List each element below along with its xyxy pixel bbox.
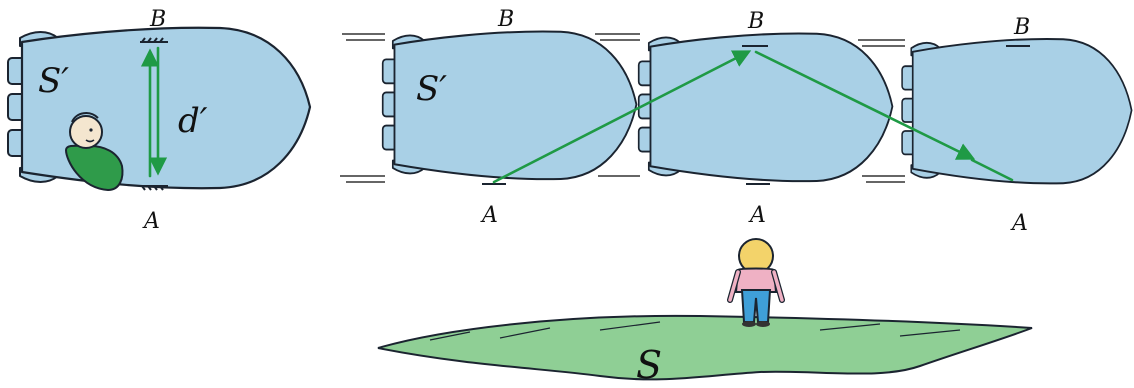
mirror-a-label-4: A bbox=[1010, 211, 1028, 236]
mirror-b-label-1: B bbox=[149, 7, 166, 32]
light-path-diagonal-down-2 bbox=[970, 158, 1014, 182]
distance-label: d′ bbox=[178, 101, 208, 141]
ground-frame: S bbox=[377, 314, 1033, 387]
ground-observer-figure bbox=[727, 238, 785, 327]
mirror-a-label-3: A bbox=[748, 203, 766, 228]
ship-moving-1: S′ B A bbox=[340, 7, 638, 228]
ship-moving-3: B A bbox=[858, 15, 1133, 236]
ship-rest-frame: S′ d′ B A bbox=[6, 7, 312, 234]
mirror-b-label-3: B bbox=[747, 9, 764, 34]
frame-label-moving: S′ bbox=[416, 69, 447, 109]
light-path-diagonal-up bbox=[492, 50, 752, 184]
mirror-a-label-2: A bbox=[480, 203, 498, 228]
frame-label-ground: S bbox=[636, 343, 662, 387]
mirror-a-label-1: A bbox=[142, 209, 160, 234]
light-path-diagonal-down-1 bbox=[754, 50, 976, 160]
mirror-b-label-4: B bbox=[1013, 15, 1030, 40]
ship-observer-figure bbox=[64, 112, 124, 192]
ship-moving-2: B A bbox=[595, 9, 894, 228]
mirror-b-label-2: B bbox=[497, 7, 514, 32]
frame-label-rest: S′ bbox=[38, 61, 69, 101]
